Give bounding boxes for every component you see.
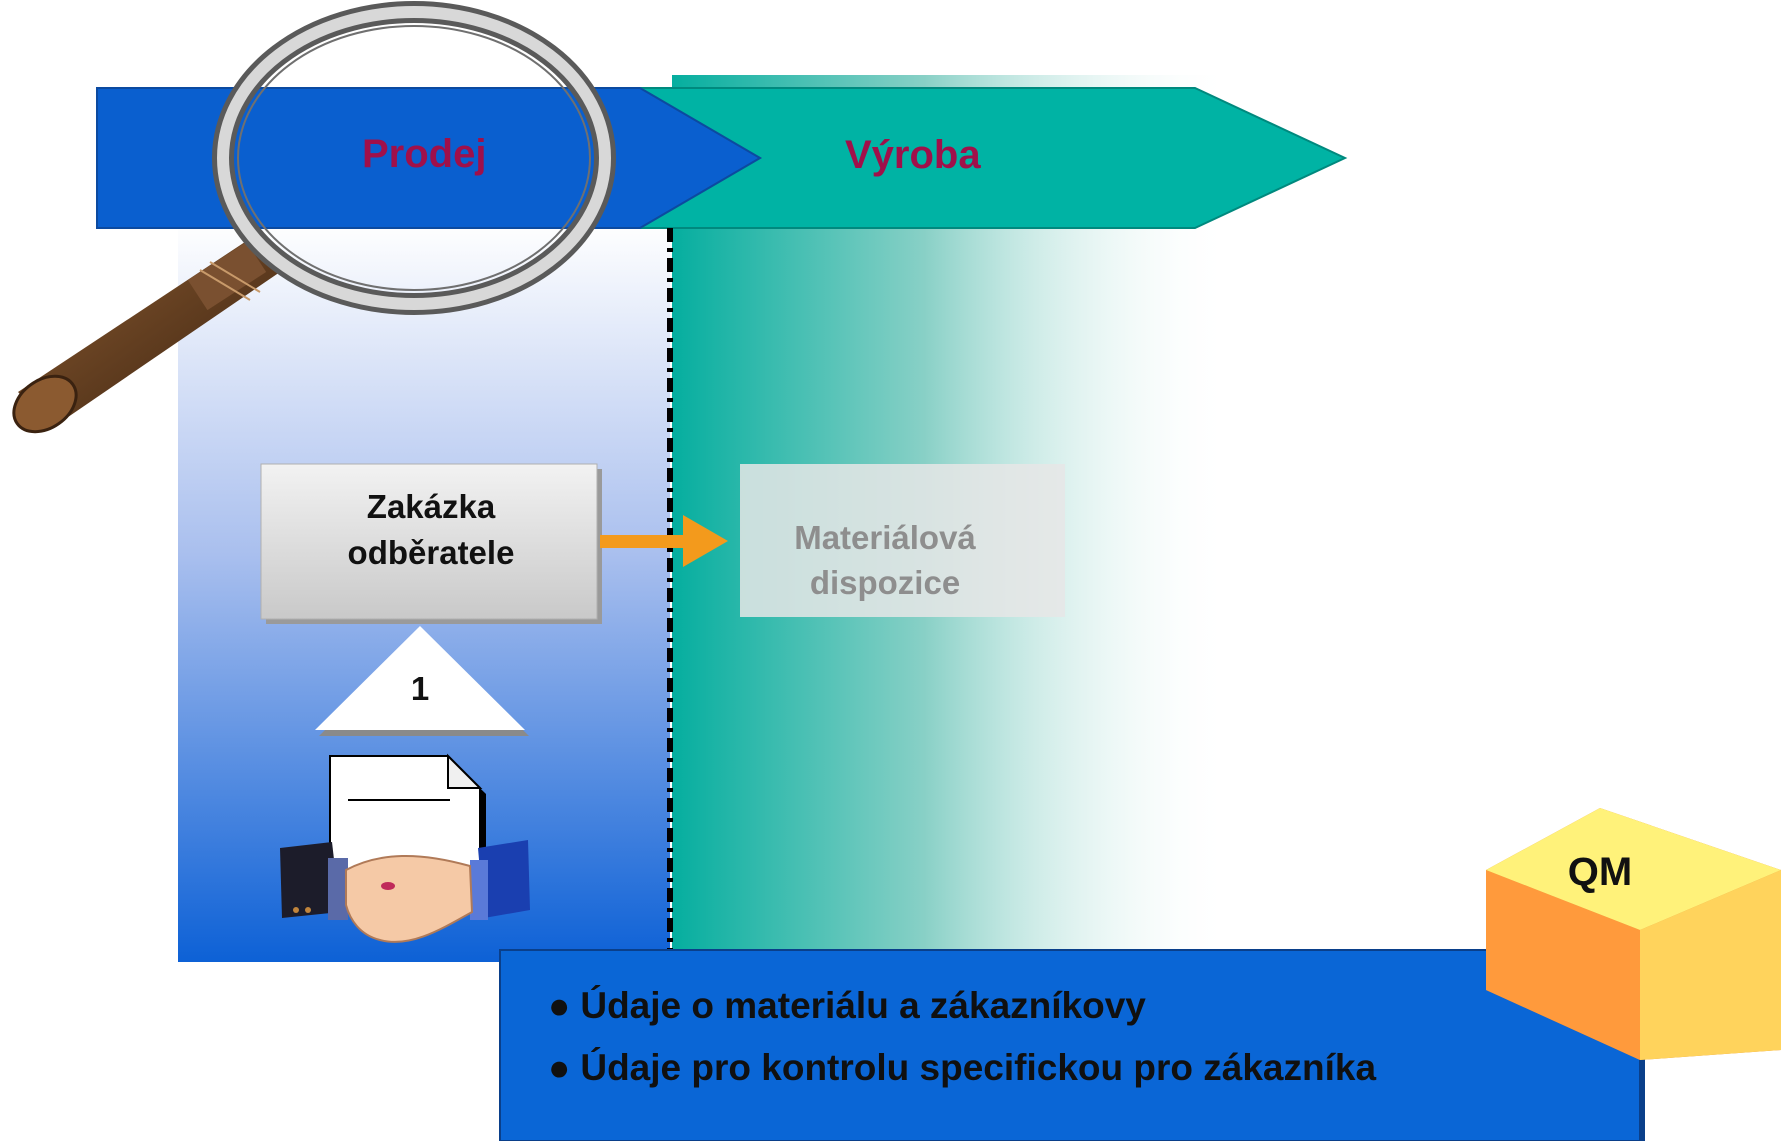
- info-panel: [499, 949, 1641, 1141]
- bullet-icon: ●: [548, 1047, 571, 1088]
- magnifying-glass-icon: [12, 1, 616, 434]
- info-bullet-list: ●Údaje o materiálu a zákazníkovy ●Údaje …: [548, 975, 1376, 1099]
- list-item: ●Údaje pro kontrolu specifickou pro záka…: [548, 1037, 1376, 1099]
- customer-order-label: Zakázka odběratele: [262, 484, 600, 576]
- handshake-document-icon: [280, 753, 530, 943]
- bullet-icon: ●: [548, 985, 571, 1026]
- qm-label: QM: [1567, 850, 1633, 894]
- sales-phase-label: Prodej: [362, 132, 487, 176]
- material-planning-line1: Materiálová: [794, 519, 976, 556]
- material-planning-line2: dispozice: [809, 564, 961, 601]
- customer-order-line2: odběratele: [347, 534, 515, 571]
- customer-order-line1: Zakázka: [366, 488, 496, 525]
- bullet-text: Údaje pro kontrolu specifickou pro zákaz…: [580, 1047, 1377, 1088]
- qm-cube-icon: [1486, 808, 1781, 1060]
- bullet-text: Údaje o materiálu a zákazníkovy: [580, 985, 1146, 1026]
- list-item: ●Údaje o materiálu a zákazníkovy: [548, 975, 1376, 1037]
- arrow-right-icon: [600, 515, 728, 567]
- material-planning-box: [740, 464, 1065, 617]
- step-number: 1: [410, 670, 430, 707]
- material-planning-label: Materiálová dispozice: [740, 515, 1030, 605]
- step-triangle: [315, 626, 525, 730]
- customer-order-box: [260, 463, 598, 620]
- production-phase-label: Výroba: [845, 133, 981, 177]
